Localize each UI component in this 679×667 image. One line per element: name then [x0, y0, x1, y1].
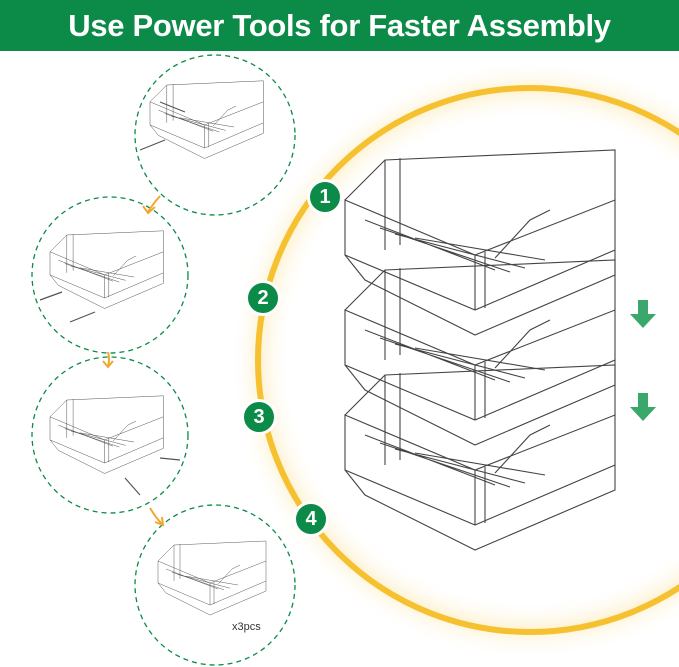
down-arrow-green-icon [630, 300, 656, 421]
progress-arc [255, 85, 679, 635]
step-2-badge: 2 [245, 280, 281, 316]
title-banner: Use Power Tools for Faster Assembly [0, 0, 679, 51]
step-3-badge: 3 [241, 399, 277, 435]
quantity-label: x3pcs [232, 621, 261, 633]
curved-arrow-orange-icon [102, 195, 165, 527]
step-4-detail-circle [134, 504, 296, 666]
step-1-badge: 1 [307, 179, 343, 215]
step-1-detail-circle [134, 54, 296, 216]
step-4-badge: 4 [293, 501, 329, 537]
step-3-detail-circle [31, 356, 189, 514]
step-2-detail-circle [31, 196, 189, 354]
page-title: Use Power Tools for Faster Assembly [68, 7, 611, 43]
